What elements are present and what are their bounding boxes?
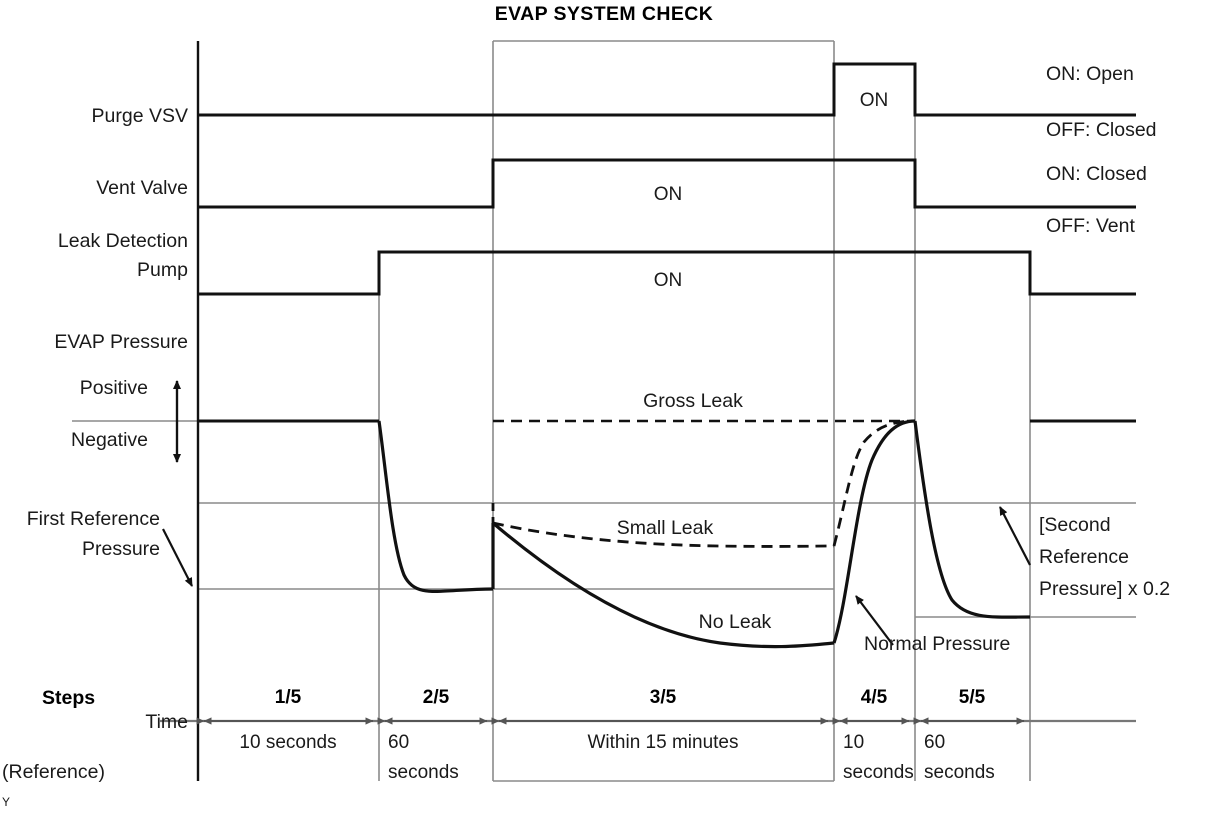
row-label-leak-pump-line2: Pump xyxy=(137,259,188,281)
right-label-vent-off: OFF: Vent xyxy=(1046,215,1135,237)
normal-pressure-label: Normal Pressure xyxy=(864,633,1010,655)
row-label-leak-pump-line1: Leak Detection xyxy=(58,230,188,252)
step-id-2: 2/5 xyxy=(423,687,450,708)
corner-mark: Y xyxy=(2,795,10,809)
step-id-1: 1/5 xyxy=(275,687,302,708)
second-reference-line3: Pressure] x 0.2 xyxy=(1039,578,1170,600)
small-leak-label: Small Leak xyxy=(617,517,714,539)
step-duration-4-line2: seconds xyxy=(843,762,914,783)
vent-on-marker: ON xyxy=(654,184,683,205)
step-duration-5: 60 xyxy=(924,732,945,753)
second-reference-pressure-arrow xyxy=(999,506,1031,566)
grid-lines xyxy=(72,40,1136,782)
purge-on-marker: ON xyxy=(860,90,889,111)
right-label-purge-off: OFF: Closed xyxy=(1046,119,1157,141)
right-label-vent-on: ON: Closed xyxy=(1046,163,1147,185)
right-label-purge-on: ON: Open xyxy=(1046,63,1134,85)
step-duration-4: 10 xyxy=(843,732,864,753)
steps-label: Steps xyxy=(42,687,95,709)
second-reference-line1: [Second xyxy=(1039,514,1111,536)
pump-on-marker: ON xyxy=(654,270,683,291)
gross-leak-label: Gross Leak xyxy=(643,390,743,412)
step-duration-3: Within 15 minutes xyxy=(587,732,738,753)
step-duration-5-line2: seconds xyxy=(924,762,995,783)
step-id-3: 3/5 xyxy=(650,687,677,708)
no-leak-curve xyxy=(377,419,1031,649)
reference-label: (Reference) xyxy=(2,761,105,783)
no-leak-label: No Leak xyxy=(699,611,772,633)
vent-valve-trace xyxy=(198,158,1136,209)
normal-pressure-arrow xyxy=(855,595,894,646)
step-id-5: 5/5 xyxy=(959,687,986,708)
row-label-negative: Negative xyxy=(71,429,148,451)
step-duration-1: 10 seconds xyxy=(239,732,336,753)
first-reference-pressure-line1: First Reference xyxy=(27,508,160,530)
step-id-4: 4/5 xyxy=(861,687,888,708)
leak-detection-pump-trace xyxy=(198,250,1136,296)
row-label-vent-valve: Vent Valve xyxy=(96,177,188,199)
purge-vsv-trace xyxy=(198,62,1136,117)
step-duration-2: 60 xyxy=(388,732,409,753)
diagram-title: EVAP SYSTEM CHECK xyxy=(495,3,713,25)
row-label-positive: Positive xyxy=(80,377,148,399)
first-reference-pressure-line2: Pressure xyxy=(82,538,160,560)
time-label: Time xyxy=(145,711,188,733)
row-label-purge-vsv: Purge VSV xyxy=(92,105,188,127)
step-duration-2-line2: seconds xyxy=(388,762,459,783)
row-label-evap-pressure: EVAP Pressure xyxy=(54,331,188,353)
small-leak-curve xyxy=(492,419,916,548)
second-reference-line2: Reference xyxy=(1039,546,1129,568)
first-reference-pressure-arrow xyxy=(162,528,193,587)
